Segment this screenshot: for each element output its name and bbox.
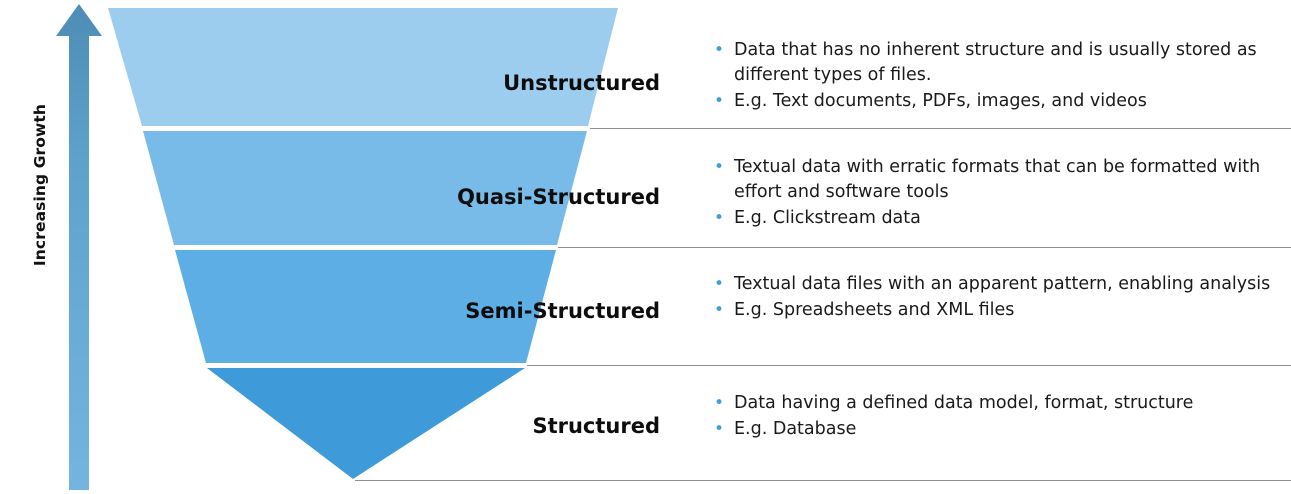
description-block-semi-structured: • Textual data files with an apparent pa…	[708, 272, 1283, 324]
bullet-item: • Data having a defined data model, form…	[708, 391, 1283, 416]
funnel-segment-semi-structured	[175, 250, 556, 363]
description-block-structured: • Data having a defined data model, form…	[708, 391, 1283, 443]
bullet-dot-icon: •	[714, 300, 725, 320]
description-block-quasi-structured: • Textual data with erratic formats that…	[708, 155, 1283, 232]
bullet-item: • E.g. Database	[708, 417, 1283, 442]
description-block-unstructured: • Data that has no inherent structure an…	[708, 38, 1283, 115]
divider-line-2	[558, 247, 1291, 248]
bullet-dot-icon: •	[714, 419, 725, 439]
bullet-item: • E.g. Text documents, PDFs, images, and…	[708, 89, 1283, 114]
bullet-text: E.g. Text documents, PDFs, images, and v…	[734, 91, 1147, 111]
increasing-growth-axis: Increasing Growth	[0, 0, 110, 494]
tier-label-structured: Structured	[532, 414, 660, 438]
bullet-item: • E.g. Spreadsheets and XML files	[708, 298, 1283, 323]
bullet-text: Textual data with erratic formats that c…	[734, 157, 1261, 202]
divider-line-1	[590, 128, 1291, 129]
tier-label-quasi-structured: Quasi-Structured	[457, 185, 660, 209]
up-arrow-icon	[56, 4, 102, 490]
bullet-dot-icon: •	[714, 208, 725, 228]
bullet-text: Textual data files with an apparent patt…	[734, 274, 1271, 294]
tier-label-semi-structured: Semi-Structured	[465, 299, 660, 323]
bullet-dot-icon: •	[714, 91, 725, 111]
bullet-item: • Textual data files with an apparent pa…	[708, 272, 1283, 297]
bullet-item: • Textual data with erratic formats that…	[708, 155, 1283, 205]
tier-label-unstructured: Unstructured	[503, 71, 660, 95]
bullet-dot-icon: •	[714, 274, 725, 294]
bullet-dot-icon: •	[714, 393, 725, 413]
bullet-dot-icon: •	[714, 40, 725, 60]
funnel-shape	[108, 8, 618, 479]
divider-line-3	[527, 365, 1291, 366]
bullet-text: E.g. Database	[734, 419, 857, 439]
divider-line-4	[355, 480, 1291, 481]
funnel-segment-structured	[207, 368, 525, 479]
funnel-segment-unstructured	[108, 8, 618, 126]
bullet-text: E.g. Spreadsheets and XML files	[734, 300, 1015, 320]
bullet-text: Data that has no inherent structure and …	[734, 40, 1257, 85]
funnel-segment-quasi-structured	[143, 131, 587, 245]
bullet-item: • E.g. Clickstream data	[708, 206, 1283, 231]
bullet-item: • Data that has no inherent structure an…	[708, 38, 1283, 88]
bullet-dot-icon: •	[714, 157, 725, 177]
bullet-text: E.g. Clickstream data	[734, 208, 921, 228]
bullet-text: Data having a defined data model, format…	[734, 393, 1194, 413]
